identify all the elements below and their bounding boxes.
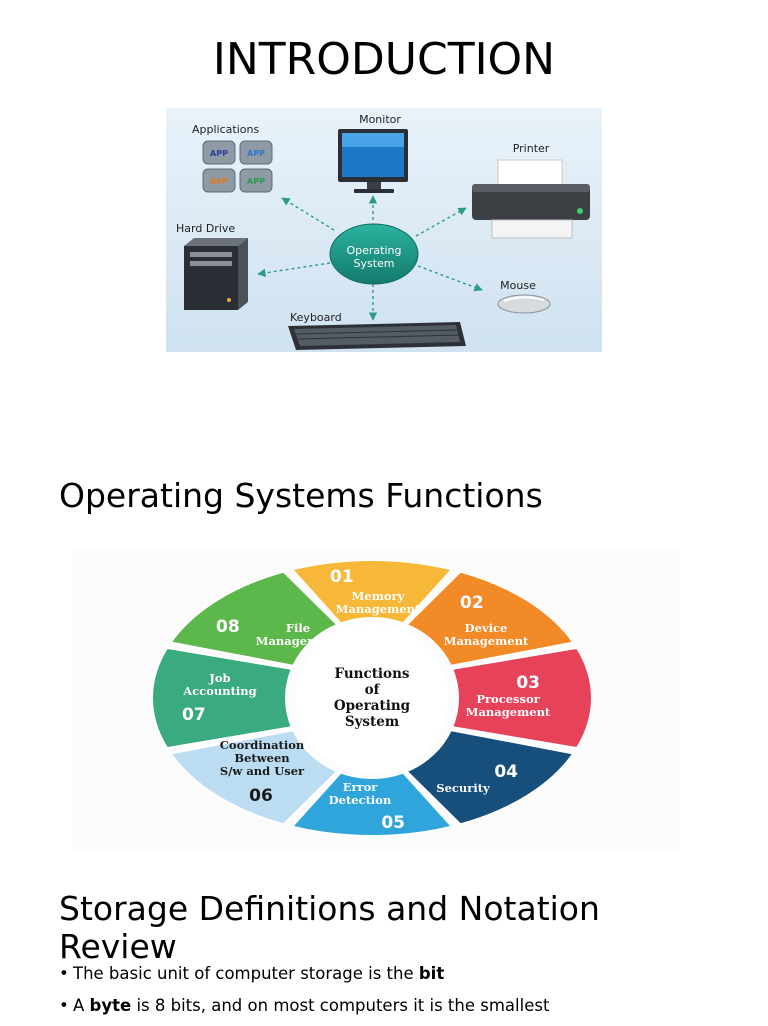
arrow-to-mouse bbox=[417, 265, 483, 292]
bullet-item: A byte is 8 bits, and on most computers … bbox=[59, 994, 739, 1018]
segment-label: Management bbox=[444, 634, 529, 648]
segment-number: 01 bbox=[330, 567, 354, 587]
printer-icon: Printer bbox=[472, 142, 590, 239]
mouse-label: Mouse bbox=[500, 279, 536, 292]
app-tile: APP bbox=[202, 168, 236, 193]
svg-text:APP: APP bbox=[210, 177, 228, 186]
svg-text:Operating: Operating bbox=[334, 698, 411, 714]
segment-label: Management bbox=[466, 705, 551, 719]
segment-number: 05 bbox=[381, 813, 405, 833]
segment-number: 02 bbox=[460, 593, 484, 613]
segment-number: 07 bbox=[182, 705, 206, 725]
app-tile: APP bbox=[239, 140, 273, 165]
functions-heading: Operating Systems Functions bbox=[59, 476, 543, 515]
keyboard-label: Keyboard bbox=[290, 311, 342, 324]
keyboard-icon: Keyboard bbox=[288, 311, 466, 350]
monitor-icon: Monitor bbox=[338, 113, 408, 193]
printer-label: Printer bbox=[513, 142, 550, 155]
segment-label: Processor bbox=[476, 692, 540, 706]
segment-number: 04 bbox=[494, 762, 518, 782]
svg-text:APP: APP bbox=[247, 149, 265, 158]
os-components-diagram: Operating System Applications APP APP AP… bbox=[166, 108, 602, 352]
segment-label: Security bbox=[436, 781, 490, 795]
segment-label: Between bbox=[234, 751, 290, 765]
segment-label: S/w and User bbox=[220, 764, 305, 778]
segment-number: 06 bbox=[249, 786, 273, 806]
app-tile: APP bbox=[202, 140, 236, 165]
svg-text:APP: APP bbox=[210, 149, 228, 158]
applications-group: Applications APP APP APP APP bbox=[192, 123, 273, 193]
applications-label: Applications bbox=[192, 123, 259, 136]
segment-label: Memory bbox=[352, 589, 405, 603]
svg-text:Operating: Operating bbox=[347, 244, 402, 257]
svg-text:Functions: Functions bbox=[335, 666, 410, 682]
bullet-item: The basic unit of computer storage is th… bbox=[59, 962, 739, 986]
mouse-icon: Mouse bbox=[497, 279, 551, 314]
segment-number: 08 bbox=[216, 617, 240, 637]
storage-heading: Storage Definitions and Notation Review bbox=[59, 889, 600, 966]
segment-label: Accounting bbox=[182, 684, 256, 698]
segment-label: Coordination bbox=[220, 738, 305, 752]
svg-text:of: of bbox=[365, 682, 381, 698]
segment-number: 03 bbox=[516, 673, 540, 693]
hard-drive-label: Hard Drive bbox=[176, 222, 235, 235]
hard-drive-icon: Hard Drive bbox=[176, 222, 248, 310]
svg-text:APP: APP bbox=[247, 177, 265, 186]
segment-label: File bbox=[286, 621, 310, 635]
app-tile: APP bbox=[239, 168, 273, 193]
svg-text:System: System bbox=[345, 714, 399, 730]
svg-text:System: System bbox=[353, 257, 394, 270]
storage-bullet-list: The basic unit of computer storage is th… bbox=[59, 962, 739, 1026]
arrow-to-applications bbox=[281, 197, 335, 231]
arrow-to-hard-drive bbox=[257, 262, 331, 278]
segment-label: Device bbox=[465, 621, 508, 635]
intro-title: INTRODUCTION bbox=[212, 34, 556, 85]
segment-label: Management bbox=[336, 602, 421, 616]
segment-label: Error bbox=[343, 780, 379, 794]
segment-label: Detection bbox=[329, 793, 392, 807]
monitor-label: Monitor bbox=[359, 113, 401, 126]
operating-system-node: Operating System bbox=[329, 223, 419, 285]
segment-label: Job bbox=[208, 671, 230, 685]
functions-center: Functions of Operating System bbox=[296, 624, 448, 772]
